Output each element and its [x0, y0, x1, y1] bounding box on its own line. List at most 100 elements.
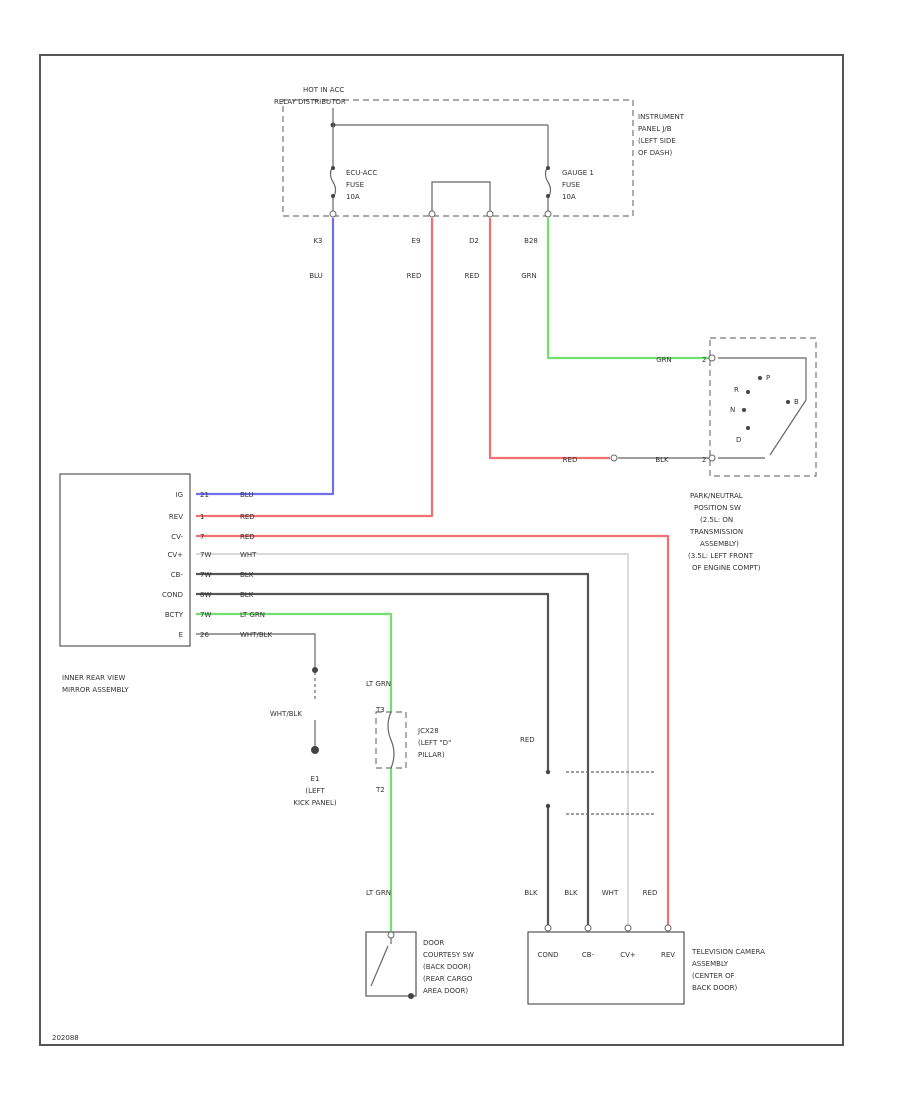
svg-text:8W: 8W	[200, 591, 211, 599]
svg-text:(LEFT: (LEFT	[305, 787, 325, 795]
mirror-pin-numbers: 21 1 7 7W 7W 8W 7W 26	[200, 491, 211, 639]
junction-pin-top: T3	[375, 706, 385, 714]
pnp-wire-labels: GRN RED BLK	[563, 356, 672, 464]
svg-text:(CENTER OF: (CENTER OF	[692, 972, 735, 980]
svg-text:BLK: BLK	[564, 889, 578, 897]
svg-text:WHT/BLK: WHT/BLK	[240, 631, 273, 639]
svg-text:TELEVISION CAMERA: TELEVISION CAMERA	[691, 948, 765, 956]
pnp-pin-top	[708, 354, 716, 362]
svg-text:10A: 10A	[346, 193, 360, 201]
mirror-pin-names: IG REV CV- CV+ CB- COND BCTY E	[162, 491, 184, 639]
svg-text:RED: RED	[240, 513, 255, 521]
diagram-id: 202088	[52, 1034, 79, 1042]
svg-text:D: D	[736, 436, 741, 444]
wire-blk-cond-upper	[196, 592, 550, 770]
door-switch-label: DOOR COURTESY SW (BACK DOOR) (REAR CARGO…	[423, 939, 474, 995]
svg-text:FUSE: FUSE	[562, 181, 580, 189]
wire-red-rev-camera	[196, 534, 670, 925]
diagram-frame	[39, 54, 844, 1046]
junction-pin-bottom: T2	[375, 786, 385, 794]
svg-text:BLU: BLU	[240, 491, 253, 499]
svg-text:RED: RED	[643, 889, 658, 897]
door-switch-icon	[370, 931, 414, 999]
fuse1-label: ECU-ACC FUSE 10A	[346, 169, 377, 201]
svg-text:CB-: CB-	[582, 951, 595, 959]
svg-text:B28: B28	[524, 237, 538, 245]
svg-text:IG: IG	[176, 491, 184, 499]
wire-red-rev-mirror	[196, 218, 434, 518]
svg-text:COND: COND	[162, 591, 183, 599]
svg-text:ASSEMBLY: ASSEMBLY	[692, 960, 729, 968]
mirror-assembly-box	[59, 473, 191, 647]
fuse2-label: GAUGE 1 FUSE 10A	[562, 169, 594, 201]
svg-text:PILLAR): PILLAR)	[418, 751, 445, 759]
jb-location-label: INSTRUMENT PANEL J/B (LEFT SIDE OF DASH)	[638, 113, 685, 157]
wire-wht-cv	[196, 553, 629, 925]
camera-label: TELEVISION CAMERA ASSEMBLY (CENTER OF BA…	[691, 948, 765, 992]
svg-text:BCTY: BCTY	[165, 611, 184, 619]
svg-text:RED: RED	[563, 456, 578, 464]
svg-text:(REAR CARGO: (REAR CARGO	[423, 975, 473, 983]
svg-text:BLU: BLU	[309, 272, 322, 280]
svg-text:REV: REV	[169, 513, 183, 521]
junction-connector-icon	[387, 711, 395, 769]
svg-text:RED: RED	[407, 272, 422, 280]
svg-text:BLK: BLK	[655, 456, 669, 464]
svg-text:POSITION SW: POSITION SW	[694, 504, 741, 512]
svg-text:P: P	[766, 374, 770, 382]
wire-blk-cb	[196, 572, 590, 925]
wire-blu-ig	[196, 218, 335, 496]
svg-text:7W: 7W	[200, 571, 211, 579]
ground-e1-icon	[311, 746, 319, 754]
svg-text:1: 1	[200, 513, 204, 521]
svg-text:GRN: GRN	[521, 272, 537, 280]
svg-text:CV-: CV-	[171, 533, 183, 541]
svg-text:WHT: WHT	[602, 889, 619, 897]
mirror-wire-colors: BLU RED RED WHT BLK BLK LT GRN WHT/BLK	[240, 491, 273, 639]
svg-text:7W: 7W	[200, 611, 211, 619]
ltgrn-upper-label: LT GRN	[366, 680, 391, 688]
svg-text:BACK DOOR): BACK DOOR)	[692, 984, 737, 992]
svg-text:OF ENGINE COMPT): OF ENGINE COMPT)	[692, 564, 761, 572]
svg-text:CB-: CB-	[171, 571, 184, 579]
svg-text:PANEL J/B: PANEL J/B	[638, 125, 672, 133]
wire-red-to-pnp	[488, 218, 610, 460]
svg-text:BLK: BLK	[240, 591, 254, 599]
relay-label: RELAY DISTRIBUTOR	[274, 98, 346, 106]
ground-e1-label: E1 (LEFT KICK PANEL)	[293, 775, 336, 807]
svg-text:21: 21	[200, 491, 209, 499]
fuse-gauge-1	[544, 125, 552, 214]
svg-text:WHT: WHT	[240, 551, 257, 559]
svg-text:COURTESY SW: COURTESY SW	[423, 951, 474, 959]
pnp-switch-contacts: P R N D B	[718, 357, 807, 459]
pnp-switch-label: PARK/NEUTRAL POSITION SW (2.5L: ON TRANS…	[688, 492, 761, 572]
svg-text:GRN: GRN	[656, 356, 672, 364]
camera-harness-connector	[545, 769, 656, 815]
svg-text:LT GRN: LT GRN	[240, 611, 265, 619]
svg-text:E1: E1	[311, 775, 320, 783]
svg-text:BLK: BLK	[240, 571, 254, 579]
svg-text:COND: COND	[537, 951, 558, 959]
mirror-label: INNER REAR VIEW MIRROR ASSEMBLY	[62, 674, 129, 694]
ltgrn-lower-label: LT GRN	[366, 889, 391, 897]
svg-text:(LEFT SIDE: (LEFT SIDE	[638, 137, 676, 145]
fuse-wire-labels: BLU RED RED GRN	[309, 272, 537, 280]
wire-whtblk	[196, 633, 316, 670]
junction-label: JCX28 (LEFT "D" PILLAR)	[417, 727, 451, 759]
svg-text:DOOR: DOOR	[423, 939, 444, 947]
connector-pins: K3 E9 D2 B28	[313, 210, 552, 245]
wire-grn-pnp	[546, 218, 712, 360]
svg-text:INSTRUMENT: INSTRUMENT	[638, 113, 685, 121]
svg-text:D2: D2	[469, 237, 479, 245]
svg-text:B: B	[794, 398, 799, 406]
fuse-ecu-acc	[329, 125, 337, 214]
splice-dot	[312, 667, 318, 673]
pnp-switch-box	[709, 337, 817, 477]
svg-text:PARK/NEUTRAL: PARK/NEUTRAL	[690, 492, 743, 500]
svg-text:(BACK DOOR): (BACK DOOR)	[423, 963, 471, 971]
camera-pin-terminals	[544, 924, 672, 932]
pnp-pin-top-label: 2	[702, 356, 706, 364]
hot-label: HOT IN ACC	[303, 86, 344, 94]
svg-text:26: 26	[200, 631, 209, 639]
camera-wire-labels: BLK BLK WHT RED	[524, 889, 657, 897]
